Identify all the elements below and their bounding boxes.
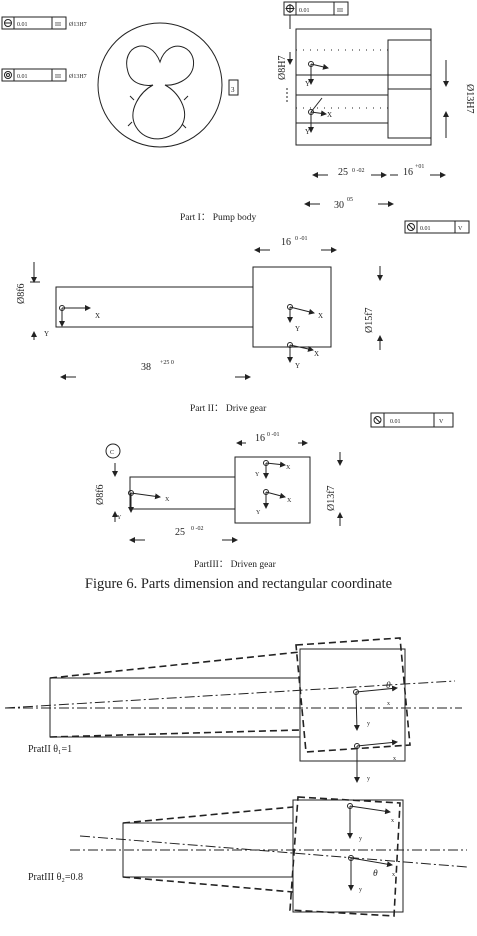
- svg-text:X: X: [327, 111, 332, 119]
- part3-fcf-value: 0.01: [390, 419, 401, 425]
- part2-fcf: 0.01 V: [404, 220, 470, 234]
- figure6-caption: Figure 6. Parts dimension and rectangula…: [85, 576, 392, 592]
- part3-driven-gear: 0.01 V 16 0 -01 C Ø8f6 Ø13f7 X Y X Y: [95, 412, 454, 570]
- deviation-x-3: x: [391, 818, 394, 824]
- deviation-y-3: y: [359, 836, 362, 842]
- part2-label-y2: Y: [295, 325, 300, 333]
- part2-label-y3: Y: [295, 362, 300, 370]
- part1-figure-eight-bore: [126, 45, 195, 140]
- deviation-part2: θ x y x y PratII θ₁=1: [4, 637, 462, 783]
- part3-fcf: 0.01 V: [370, 412, 454, 428]
- part3-shaft: [129, 476, 235, 510]
- deviation-part3-label: PratIII θ₂=0.8: [28, 872, 83, 883]
- svg-text:Y: Y: [305, 80, 310, 88]
- deviation-x-2: x: [393, 756, 396, 762]
- part3-dim-dia-left: Ø8f6: [95, 484, 106, 505]
- svg-text:X: X: [286, 465, 291, 471]
- part2-dim-dia-right: Ø15f7: [364, 307, 375, 333]
- part1-side-section: [295, 28, 432, 146]
- svg-text:III: III: [337, 8, 343, 14]
- svg-text:V: V: [439, 419, 444, 425]
- part3-dim-dia-right: Ø13f7: [326, 485, 337, 511]
- part1-dim-right-dia: Ø13H7: [464, 84, 475, 113]
- part1-pump-body: 0.01 III Ø13H7 0.01 III Ø13H7 3: [1, 1, 475, 223]
- svg-text:Y: Y: [255, 472, 260, 478]
- svg-text:III: III: [55, 74, 61, 80]
- deviation-theta-2: θ: [373, 869, 378, 879]
- part2-dim-16: 16: [281, 237, 291, 248]
- part3-circle-marker-label: C: [110, 450, 114, 456]
- part1-dim-30-tol: 05: [347, 197, 353, 203]
- part1-fcf-mid-left: 0.01 III Ø13H7: [1, 68, 87, 82]
- part1-dim-left-dia: Ø8H7: [277, 56, 288, 80]
- svg-text:V: V: [458, 226, 463, 232]
- part1-caption: Part I： Pump body: [180, 213, 257, 223]
- part2-dim-38-tol: +25 0: [160, 360, 174, 366]
- part3-caption: PartIII： Driven gear: [194, 560, 277, 570]
- deviation-part3: x y θ x y PratIII θ₂=0.8: [28, 796, 468, 917]
- svg-text:Y: Y: [117, 515, 122, 521]
- deviation-y-4: y: [359, 887, 362, 893]
- part1-dim-25-tol: 0 -02: [352, 168, 365, 174]
- svg-text:X: X: [165, 497, 170, 503]
- part2-dim-38: 38: [141, 362, 151, 373]
- part1-dim-16: 16: [403, 167, 413, 178]
- deviation-theta-1: θ: [386, 681, 391, 691]
- svg-text:Y: Y: [305, 128, 310, 136]
- part3-dim-16: 16: [255, 433, 265, 444]
- part2-dim-dia-left: Ø8f6: [16, 283, 27, 304]
- part1-fcf-top-right: 0.01 III: [283, 1, 349, 16]
- part3-circle-marker: [105, 443, 121, 459]
- part1-fcf-top-right-value: 0.01: [299, 8, 310, 14]
- svg-text:3: 3: [231, 86, 235, 94]
- part3-dim-16-tol: 0 -01: [267, 432, 280, 438]
- svg-text:X: X: [287, 498, 292, 504]
- svg-text:Y: Y: [256, 510, 261, 516]
- part1-outer-circle: [97, 22, 223, 148]
- part3-dim-25-tol: 0 -02: [191, 526, 204, 532]
- part1-fcf-top-left-ref: Ø13H7: [69, 22, 87, 28]
- deviation-x-1: x: [387, 701, 390, 707]
- deviation-part2-label: PratII θ₁=1: [28, 744, 72, 755]
- part2-drive-gear: 0.01 V 16 0 -01 Ø8f6 Ø15f7 X Y X Y X: [16, 220, 470, 414]
- part3-dim-25: 25: [175, 527, 185, 538]
- part2-label-x3: X: [314, 350, 319, 358]
- part2-shaft: [55, 286, 253, 328]
- deviation-x-4: x: [392, 872, 395, 878]
- part2-label-y1: Y: [44, 330, 49, 338]
- part1-dim-30: 30: [334, 200, 344, 211]
- part2-label-x2: X: [318, 312, 323, 320]
- part2-fcf-value: 0.01: [420, 226, 431, 232]
- deviation-y-2: y: [367, 776, 370, 782]
- part1-fcf-top-left: 0.01 III Ø13H7: [1, 16, 87, 30]
- part1-fcf-mid-left-ref: Ø13H7: [69, 74, 87, 80]
- part1-dim-16-tol: +01: [415, 164, 424, 170]
- part2-caption: Part II： Drive gear: [190, 404, 267, 414]
- part3-gear-block: [234, 456, 311, 524]
- svg-text:III: III: [55, 22, 61, 28]
- part1-fcf-mid-left-value: 0.01: [17, 74, 28, 80]
- part2-dim-16-tol: 0 -01: [295, 236, 308, 242]
- part2-label-x1: X: [95, 312, 100, 320]
- part1-dim-25: 25: [338, 167, 348, 178]
- deviation-y-1: y: [367, 721, 370, 727]
- part1-fcf-top-left-value: 0.01: [17, 22, 28, 28]
